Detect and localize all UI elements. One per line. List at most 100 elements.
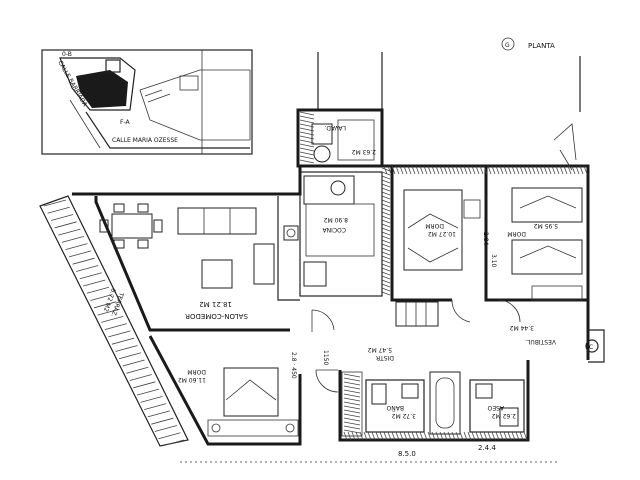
wall-hatch-line <box>299 111 315 116</box>
wall-hatch-line <box>381 243 391 248</box>
wall-hatch-line <box>381 235 391 240</box>
wall-hatch-line <box>383 165 388 175</box>
wall-hatch-line <box>381 183 391 188</box>
water-heater <box>313 145 331 163</box>
wall-hatch-line <box>451 431 456 441</box>
wall-hatch-line <box>375 431 380 441</box>
wall-hatch-line <box>447 165 452 175</box>
terrace-hatch-line <box>68 250 92 258</box>
wall-hatch-line <box>299 151 315 156</box>
wall-hatch-line <box>387 165 392 175</box>
wall-hatch-line <box>459 431 464 441</box>
wall-hatch-line <box>381 283 391 288</box>
dorm2-area: 10.27 M2 <box>428 230 456 237</box>
wall-hatch-line <box>515 431 520 441</box>
dim-d2: 1150 <box>322 350 329 365</box>
site-adjacent-block <box>139 69 251 141</box>
wall-hatch-line <box>511 165 516 175</box>
wall-hatch-line <box>343 385 361 390</box>
wall-hatch-line <box>495 431 500 441</box>
dorm1-area: 11.60 M2 <box>178 376 206 383</box>
terrace-hatch-line <box>83 279 106 287</box>
dim-d1: 2.8 · 450 <box>290 352 297 379</box>
wall-hatch-line <box>403 431 408 441</box>
wall-hatch-line <box>491 431 496 441</box>
wall-hatch-line <box>359 431 364 441</box>
dorm3-area: 5.95 M2 <box>534 222 558 229</box>
washer <box>311 123 333 145</box>
wall-hatch-line <box>471 431 476 441</box>
terrace-hatch-line <box>54 221 77 229</box>
kitchen-counter <box>303 175 355 205</box>
wall-hatch-line <box>451 165 456 175</box>
wall-hatch-line <box>575 165 580 175</box>
wall-hatch-line <box>381 195 391 200</box>
coffee-table <box>201 259 233 289</box>
wall-hatch-line <box>499 165 504 175</box>
wall-hatch-line <box>371 431 376 441</box>
site-street-diagonal <box>69 99 101 149</box>
wall-hatch-line <box>381 287 391 292</box>
terrace-hatch-line <box>136 388 160 396</box>
wall-hatch-line <box>547 165 552 175</box>
wall-hatch-line <box>499 431 504 441</box>
wall-hatch-line <box>551 165 556 175</box>
wall-hatch-line <box>471 165 476 175</box>
terrace-hatch-line <box>90 294 113 301</box>
wall-hatch-line <box>415 165 420 175</box>
wall-hatch-line <box>363 431 368 441</box>
bed-1 <box>223 367 279 417</box>
terrace-hatch-line <box>115 345 138 352</box>
wall-hatch-line <box>455 165 460 175</box>
wall-hatch-line <box>381 187 391 192</box>
wall-hatch-line <box>487 165 492 175</box>
terrace-hatch-line <box>101 315 124 323</box>
wall-hatch-line <box>467 431 472 441</box>
wall-hatch-line <box>479 431 484 441</box>
wall-hatch-line <box>527 165 532 175</box>
top-right-text: PLANTA <box>528 42 555 50</box>
wall-hatch-line <box>519 431 524 441</box>
dim-d3: 2.84 <box>482 232 489 246</box>
wall-hatch-line <box>381 255 391 260</box>
dim-bottom2: 2.4.4 <box>478 444 496 452</box>
terrace-hatch-line <box>111 337 135 345</box>
wall-hatch-line <box>381 179 391 184</box>
bottom-dimensions: 8.5.0 2.4.4 <box>180 444 560 463</box>
wall-hatch-line <box>467 165 472 175</box>
lavadero-room: LAVAD. 2.63 M2 <box>311 119 376 163</box>
wall-hatch-line <box>343 413 361 418</box>
wall-hatch-line <box>299 147 315 152</box>
terrace-hatch-line <box>43 199 67 207</box>
wall-hatch-line <box>543 165 548 175</box>
dorm3-name: DORM <box>507 230 526 237</box>
wall-hatch-line <box>475 431 480 441</box>
bano1-area: 3.72 M2 <box>392 412 416 419</box>
wall-hatch-line <box>531 165 536 175</box>
wall-hatch-line <box>563 165 568 175</box>
terrace-hatch-line <box>58 228 81 236</box>
wall-hatch-line <box>535 165 540 175</box>
wall-hatch-line <box>381 203 391 208</box>
wall-hatch-line <box>381 215 391 220</box>
wall-hatch-line <box>381 219 391 224</box>
wall-hatch-line <box>299 131 315 136</box>
site-plan-frame <box>41 49 253 155</box>
wall-hatch-line <box>381 267 391 272</box>
vestibulo-area: 3.44 M2 VESTIBUL. C <box>510 123 605 363</box>
wall-hatch-line <box>347 431 352 441</box>
terrace-hatch-line <box>61 235 84 243</box>
wall-hatch-line <box>381 259 391 264</box>
cocina-room: 8.90 M2 COCINA <box>283 171 383 297</box>
wall-hatch-line <box>419 431 424 441</box>
wall-hatch-line <box>299 127 315 132</box>
wall-hatch-line <box>343 381 361 386</box>
wall-hatch-line <box>567 165 572 175</box>
wall-hatch-line <box>539 165 544 175</box>
dining-table <box>111 213 153 239</box>
terrace-hatch-line <box>79 272 102 280</box>
wall-hatch-line <box>381 291 391 296</box>
wall-hatch-line <box>379 431 384 441</box>
